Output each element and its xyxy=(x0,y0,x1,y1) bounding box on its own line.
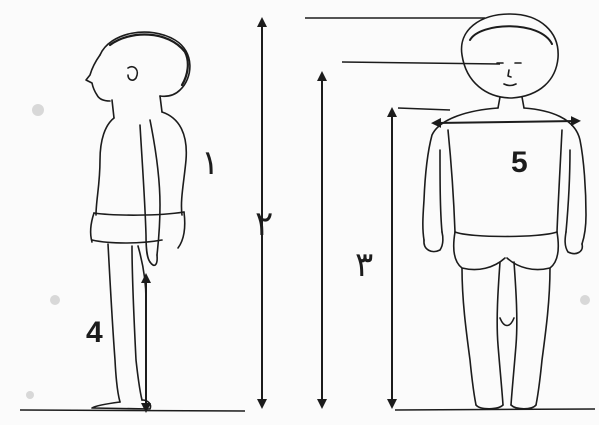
arrow-5-shoulder-width xyxy=(436,121,576,123)
measurement-label-2: ٢ xyxy=(255,207,273,241)
measurement-label-1: ١ xyxy=(201,146,219,180)
side-view-figure xyxy=(86,32,190,409)
measurement-label-4: 4 xyxy=(86,318,103,348)
measurement-label-5: 5 xyxy=(511,148,528,178)
reference-line-shoulder xyxy=(398,108,450,110)
floor-line-left xyxy=(20,410,245,411)
front-view-figure xyxy=(423,14,586,409)
reference-line-eye-level xyxy=(342,62,500,64)
measurement-label-3: ٣ xyxy=(355,248,373,282)
scan-speckles xyxy=(26,104,590,399)
